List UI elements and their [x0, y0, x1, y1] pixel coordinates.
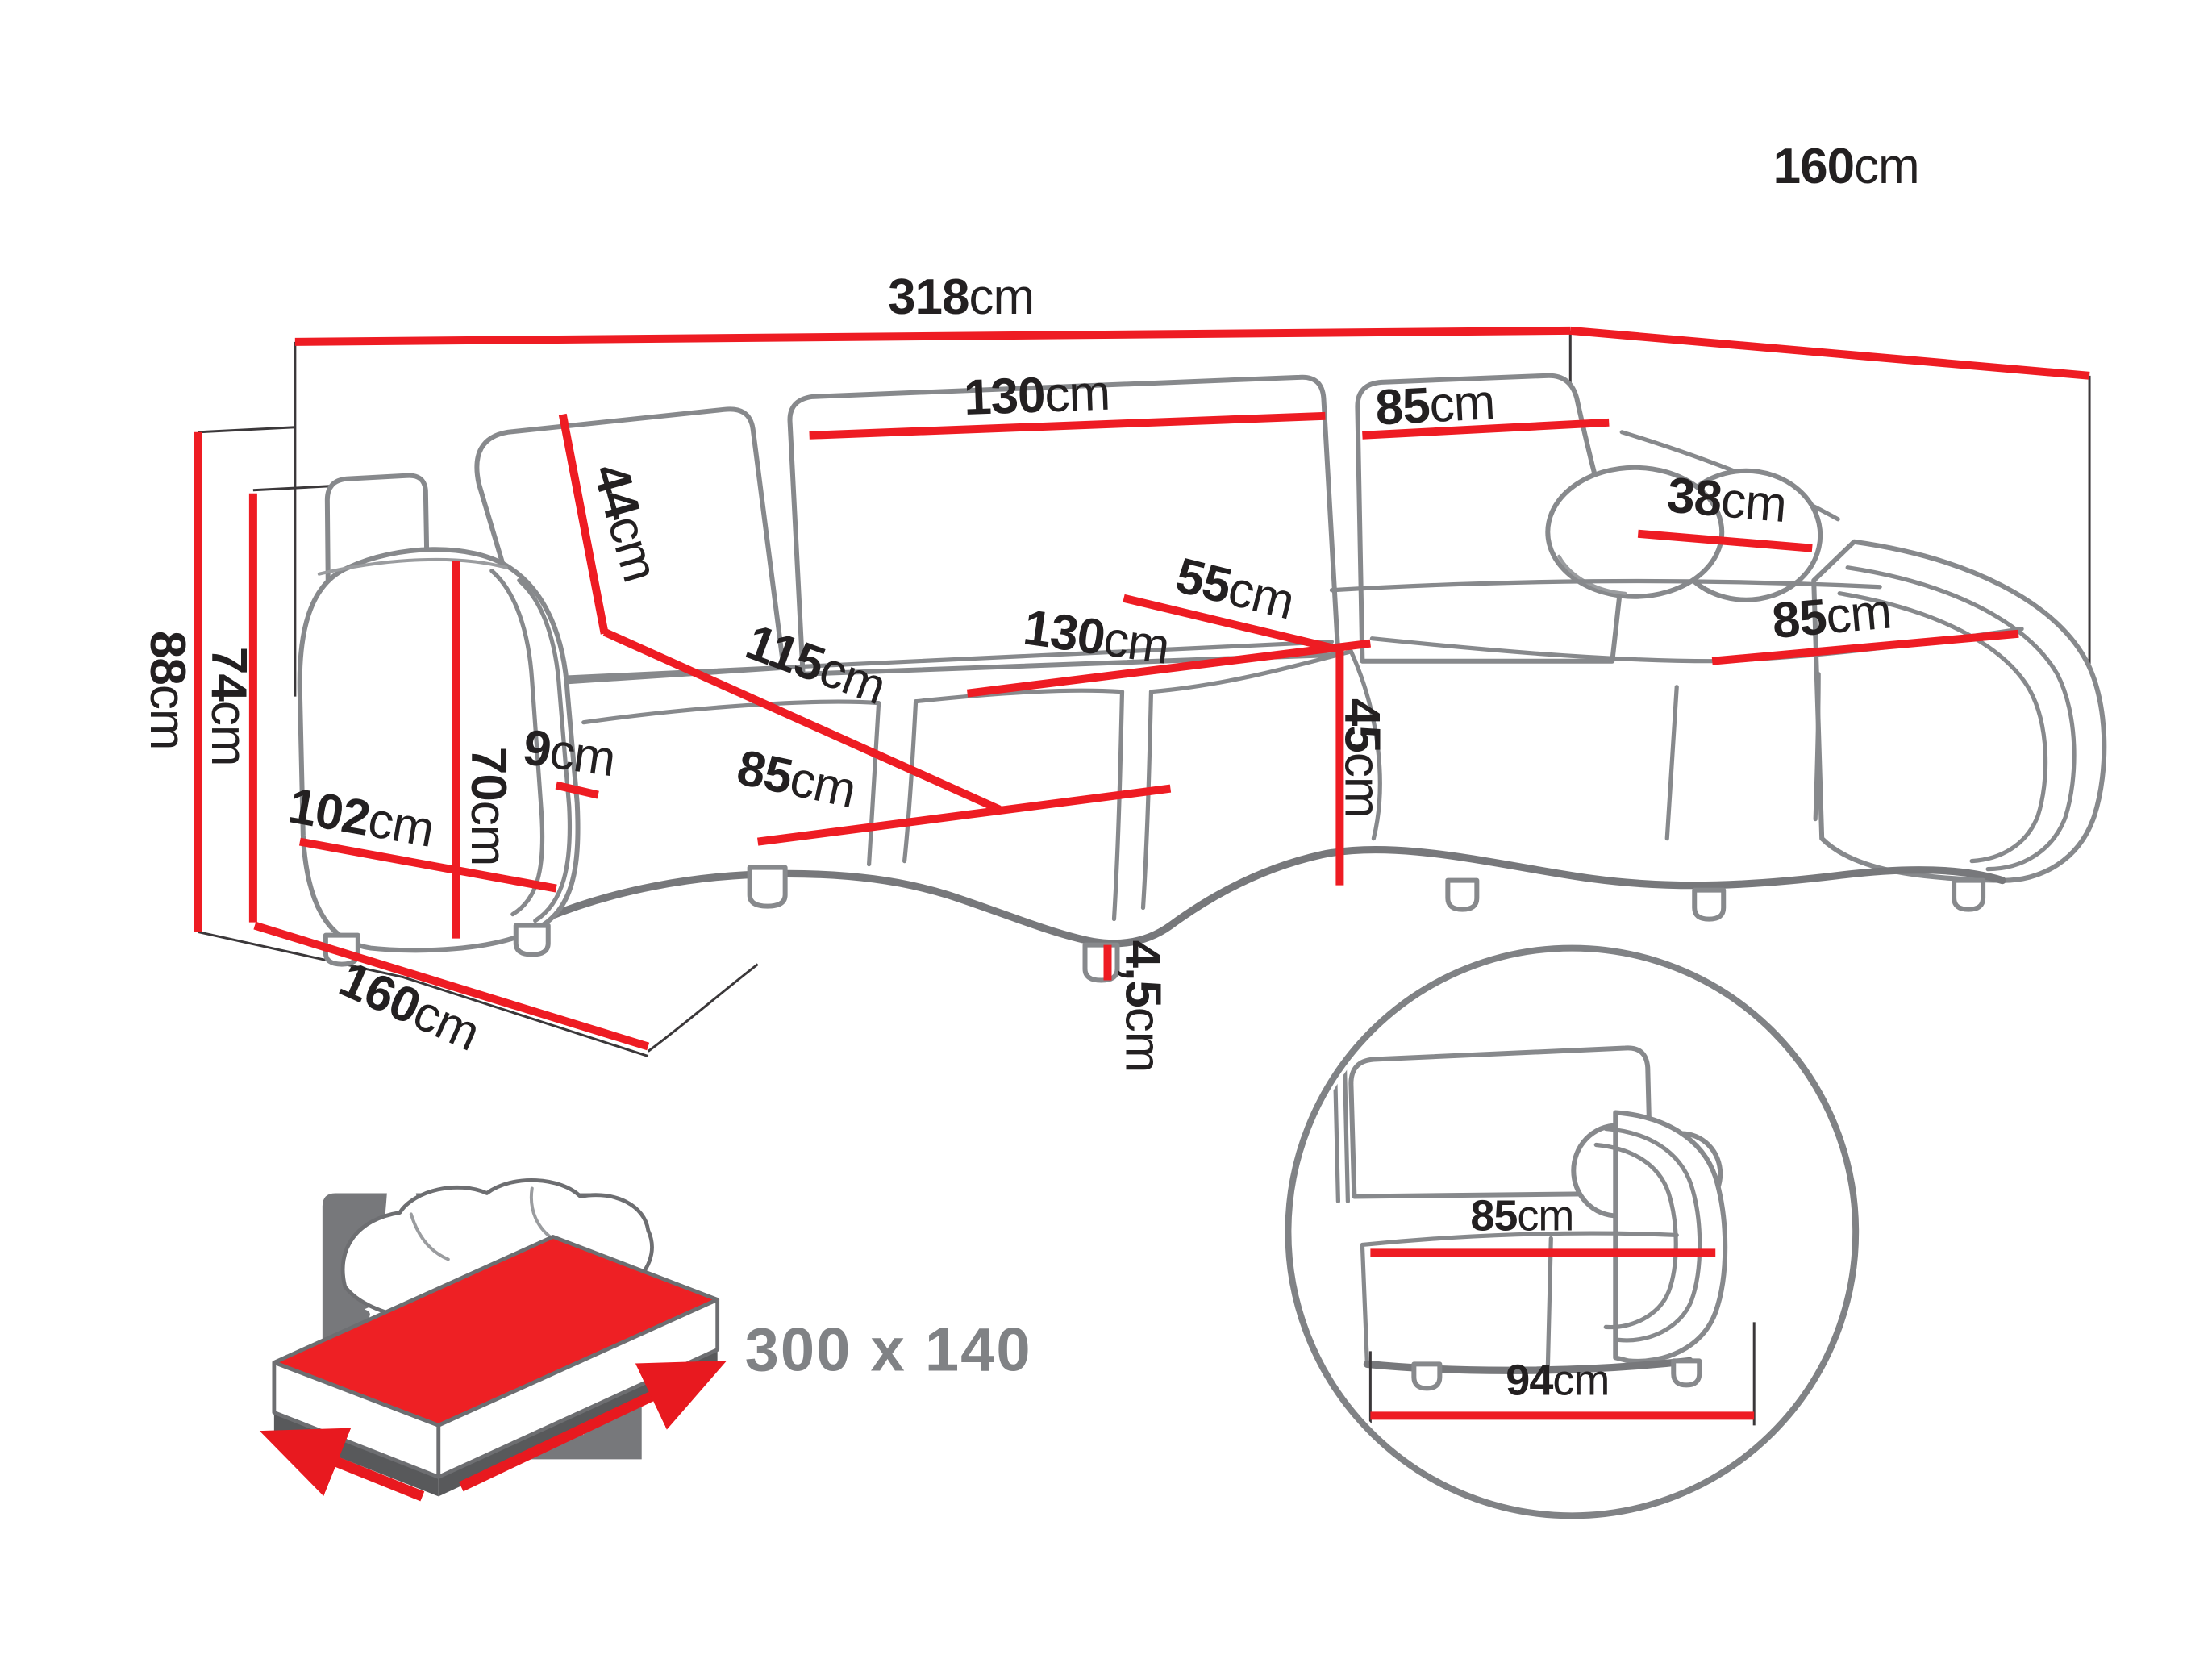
dim-armrest-depth-label: 102cm: [285, 777, 438, 857]
sofa-foot: [1445, 877, 1480, 912]
dim-backrest-mid-line: [809, 411, 1326, 440]
seat1-crest: [581, 699, 881, 725]
seat-back-edge: [433, 640, 1334, 686]
dim-armrest-height-label: 70cm: [460, 747, 516, 866]
sleeping-function-icon: 300 x 140: [259, 1178, 1032, 1502]
dim-total-height: 88cm: [140, 431, 202, 932]
dim-bolster-label: 38cm: [1665, 467, 1789, 533]
seam-2a: [1111, 690, 1125, 922]
dim-armrest-top-width: 9cm: [519, 719, 619, 799]
dim-backrest-mid-label: 130cm: [963, 365, 1110, 425]
dim-armrest-top-width-line: [555, 781, 599, 799]
dim-seat-height: 45cm: [1335, 648, 1390, 886]
dim-bolster-line: [1637, 529, 1813, 552]
star-icon: [364, 1303, 377, 1316]
chaise-seam-1: [1664, 685, 1679, 841]
dim-armrest-depth-line: [298, 837, 557, 893]
construction-lines: [198, 330, 2091, 1057]
dim-total-depth-label: 160cm: [1773, 138, 1919, 194]
left-armrest-piping-2: [489, 569, 545, 917]
dim-backrest-right-label: 85cm: [1374, 374, 1496, 436]
sofa-foot: [513, 923, 551, 957]
dim-armrest-depth: 102cm: [285, 777, 557, 893]
dim-seat-height-label: 45cm: [1335, 698, 1390, 818]
detail-seat-lines: [1360, 1231, 1679, 1371]
backrest-left-cushion: [474, 406, 786, 686]
sofa-foot: [1082, 942, 1120, 983]
length-arrow-icon: [459, 1361, 727, 1492]
dim-armrest-height: 70cm: [452, 561, 516, 939]
dim-detail-seat-width: 85cm: [1370, 1191, 1716, 1257]
chaise-seam-2: [1813, 672, 1821, 822]
corner-crest: [1148, 649, 1353, 694]
detail-armrest-piping-2: [1593, 1142, 1678, 1330]
detail-armrest: [1613, 1110, 1728, 1364]
detail-foot: [1671, 1358, 1702, 1388]
dim-seat-width-mid-label: 130cm: [1020, 599, 1173, 675]
seam-2b: [1140, 690, 1154, 911]
dim-backrest-top-height-label: 74cm: [201, 647, 256, 766]
sofa-foot: [1952, 877, 1986, 912]
sofa-foot: [747, 865, 788, 909]
sleeping-area-size: 300 x 140: [745, 1315, 1032, 1384]
chaise-surface-back-edge: [1329, 578, 1882, 593]
width-arrow-icon: [259, 1428, 425, 1502]
dim-seat-width-left: 85cm: [732, 740, 1172, 846]
dim-seat-width-mid-line: [966, 639, 1371, 698]
dim-total-depth: 160cm: [1569, 138, 2090, 380]
dim-total-width: 318cm: [294, 269, 1571, 346]
dim-side-depth-line: [253, 921, 650, 1051]
left-armrest-piping-1: [517, 578, 573, 923]
dim-leg-height-label: 4,5cm: [1115, 940, 1171, 1073]
detail-module-drawing: 85cm 94cm: [1332, 1045, 1756, 1426]
seam-1a: [867, 701, 881, 867]
dim-total-depth-line: [1569, 326, 2090, 380]
backrest-middle-cushion: [787, 374, 1341, 677]
dim-detail-module-width: 94cm: [1370, 1356, 1755, 1420]
sofa-drawing: [297, 373, 2107, 983]
dim-total-height-label: 88cm: [140, 631, 195, 750]
detail-bottom-edge: [1363, 1357, 1693, 1374]
detail-foot: [1411, 1361, 1443, 1391]
bolster-pillow: [1545, 465, 1725, 599]
dim-bolster: 38cm: [1637, 467, 1813, 552]
detail-circle-frame: [1285, 944, 1860, 1519]
sofa-foot: [1692, 887, 1727, 922]
left-armrest-top-roll: [317, 557, 508, 576]
tick-height-88-top: [198, 426, 295, 434]
dim-detail-seat-width-label: 85cm: [1470, 1191, 1573, 1240]
dim-total-width-label: 318cm: [888, 269, 1034, 324]
corner-seam: [1348, 649, 1382, 841]
dim-seat-width-mid: 130cm: [966, 599, 1371, 698]
dim-backrest-top-height: 74cm: [201, 493, 257, 923]
seat2-crest: [913, 688, 1125, 704]
detail-feet: [1411, 1358, 1702, 1391]
dim-backrest-right: 85cm: [1362, 374, 1610, 440]
dim-detail-module-width-label: 94cm: [1506, 1356, 1609, 1404]
dim-backrest-height-line: [558, 413, 609, 635]
sofa-bottom-edge: [539, 845, 2006, 948]
dim-backrest-mid: 130cm: [809, 365, 1326, 440]
dim-seat-depth-left-line: [602, 628, 1002, 814]
floor-edge-left: [198, 931, 649, 1057]
dim-seat-depth-mid-line: [1123, 594, 1335, 652]
dim-leg-height: 4,5cm: [1103, 940, 1171, 1073]
dim-total-width-line: [294, 326, 1571, 346]
detail-neighbor-cushion: [1332, 1060, 1350, 1204]
dim-chaise-width-line: [1711, 629, 2019, 665]
dim-chaise-width: 85cm: [1711, 583, 2019, 665]
dim-seat-width-left-label: 85cm: [732, 740, 860, 819]
detail-armrest-piping-1: [1603, 1126, 1702, 1343]
dim-side-depth-label: 160cm: [331, 951, 487, 1061]
dim-chaise-width-label: 85cm: [1770, 583, 1893, 649]
dim-backrest-right-line: [1362, 418, 1610, 440]
floor-edge-right: [647, 963, 759, 1053]
chaise-armrest-piping-2: [1837, 591, 2048, 864]
seam-1b: [902, 699, 919, 864]
chaise-armrest-piping-1: [1845, 565, 2077, 872]
dim-armrest-top-width-label: 9cm: [519, 719, 619, 787]
dim-seat-width-left-line: [757, 784, 1172, 846]
mattress-front-right: [436, 1298, 720, 1479]
detail-view-circle: 85cm 94cm: [1285, 944, 1860, 1519]
